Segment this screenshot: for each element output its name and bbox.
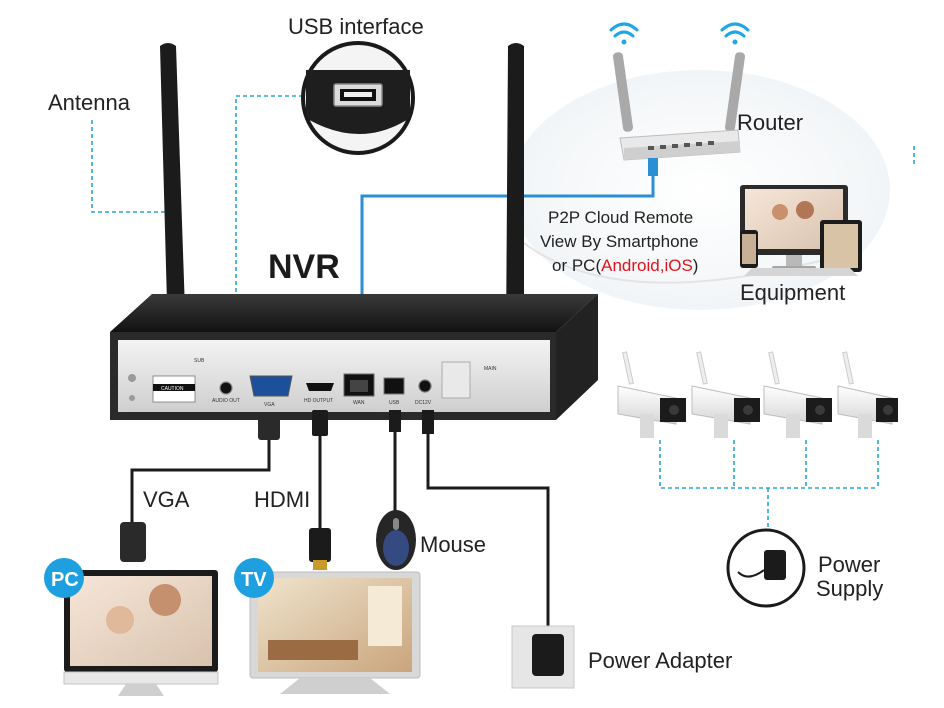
remote-equipment xyxy=(740,185,862,276)
usb-leader xyxy=(235,95,306,292)
tablet-screen xyxy=(824,224,858,268)
monitor-person-1 xyxy=(772,204,788,220)
port-label-audio-out: AUDIO OUT xyxy=(212,398,240,404)
camera-2 xyxy=(691,351,760,438)
antenna-label: Antenna xyxy=(48,90,131,115)
panel-screw-left xyxy=(128,374,136,382)
router-antenna-left xyxy=(612,52,634,132)
ethernet-plug-router xyxy=(648,158,658,176)
nvr-top xyxy=(110,294,598,332)
power-adapter xyxy=(511,625,575,689)
power-supply-line-1: Power xyxy=(818,552,880,577)
power-supply xyxy=(726,528,806,608)
tv-scene-sofa xyxy=(268,640,358,660)
pc-screen xyxy=(70,576,212,666)
hdmi-cable xyxy=(309,410,331,570)
port-label-sub: SUB xyxy=(194,358,205,364)
mouse-device xyxy=(376,510,416,570)
pc-stand xyxy=(118,684,164,696)
vga-label: VGA xyxy=(143,487,190,512)
audio-out-port xyxy=(219,381,233,395)
tv-badge: TV xyxy=(234,558,274,598)
monitor-stand xyxy=(786,255,802,267)
port-label-wan: WAN xyxy=(353,400,365,406)
antenna-leader xyxy=(91,120,170,213)
panel-screw-left-2 xyxy=(129,395,135,401)
mouse-wheel xyxy=(393,518,399,530)
caution-text: CAUTION xyxy=(161,386,184,392)
router-label: Router xyxy=(737,110,803,135)
pc-monitor xyxy=(63,570,219,696)
router-front xyxy=(624,141,740,160)
power-supply-line-2: Supply xyxy=(816,576,883,601)
vga-port xyxy=(249,375,293,397)
port-label-dc12v: DC12V xyxy=(415,400,432,406)
p2p-line-3: or PC(Android,iOS) xyxy=(552,256,698,275)
phone-screen xyxy=(742,234,756,264)
p2p-line-3-highlight: Android,iOS xyxy=(601,256,693,275)
nvr-side xyxy=(556,294,598,420)
wifi-icon-right xyxy=(720,22,750,45)
hdmi-plug-top xyxy=(312,410,328,436)
port-label-main: MAIN xyxy=(484,366,497,372)
usb-port xyxy=(383,377,405,395)
caution-header xyxy=(153,384,195,391)
port-label-vga: VGA xyxy=(264,402,275,408)
wifi-icon-left xyxy=(609,22,639,45)
p2p-line-3-suffix: ) xyxy=(693,256,699,275)
pc-badge: PC xyxy=(44,558,84,598)
camera-3 xyxy=(763,351,832,438)
vga-cable xyxy=(120,412,280,562)
pc-person-2 xyxy=(149,584,181,616)
hdmi-tip xyxy=(313,560,327,570)
hdmi-label: HDMI xyxy=(254,487,310,512)
camera-4 xyxy=(837,351,898,438)
adapter-body xyxy=(532,634,564,676)
nvr-label: NVR xyxy=(268,248,340,286)
vga-plug-top xyxy=(258,412,280,440)
dc12v-port xyxy=(418,379,432,393)
equipment-label: Equipment xyxy=(740,280,845,305)
leader-lines xyxy=(91,95,915,528)
hdmi-port xyxy=(306,383,334,391)
tv-monitor xyxy=(249,571,421,694)
mouse-label: Mouse xyxy=(420,532,486,557)
vga-plug-bottom xyxy=(120,522,146,562)
tv-stand xyxy=(280,678,390,694)
nvr-device: CAUTION SUB MAIN AUDIO OUT VGA HD OUTPUT… xyxy=(110,294,598,420)
camera-1 xyxy=(617,351,686,438)
power-supply-brick xyxy=(764,550,786,580)
mouse-highlight xyxy=(383,530,409,566)
p2p-line-1: P2P Cloud Remote xyxy=(548,208,693,227)
usb-cable xyxy=(389,410,401,515)
wan-port-inner xyxy=(350,380,368,392)
router-ports xyxy=(648,141,714,150)
p2p-line-2: View By Smartphone xyxy=(540,232,698,251)
laptop-base xyxy=(744,268,858,276)
router xyxy=(609,22,750,161)
usb-port-tongue xyxy=(344,92,372,97)
pc-person-1 xyxy=(106,606,134,634)
port-label-hd-output: HD OUTPUT xyxy=(304,398,333,404)
power-supply-cord xyxy=(737,569,765,578)
usb-interface-label: USB interface xyxy=(288,14,424,39)
tv-badge-text: TV xyxy=(241,569,267,591)
router-antenna-right xyxy=(724,52,746,132)
power-adapter-label: Power Adapter xyxy=(588,648,732,673)
dc-cable xyxy=(422,410,550,640)
camera-bus xyxy=(659,440,879,528)
dc-plug xyxy=(422,410,434,434)
usb-closeup xyxy=(301,41,415,155)
usb-plug xyxy=(389,410,401,432)
power-switch xyxy=(441,361,471,399)
tv-scene-window xyxy=(368,586,402,646)
port-label-usb: USB xyxy=(389,400,400,406)
hdmi-plug-bottom xyxy=(309,528,331,562)
monitor-person-2 xyxy=(796,201,814,219)
pc-chin xyxy=(63,671,219,685)
pc-badge-text: PC xyxy=(51,569,79,591)
p2p-line-3-prefix: or PC( xyxy=(552,256,601,275)
